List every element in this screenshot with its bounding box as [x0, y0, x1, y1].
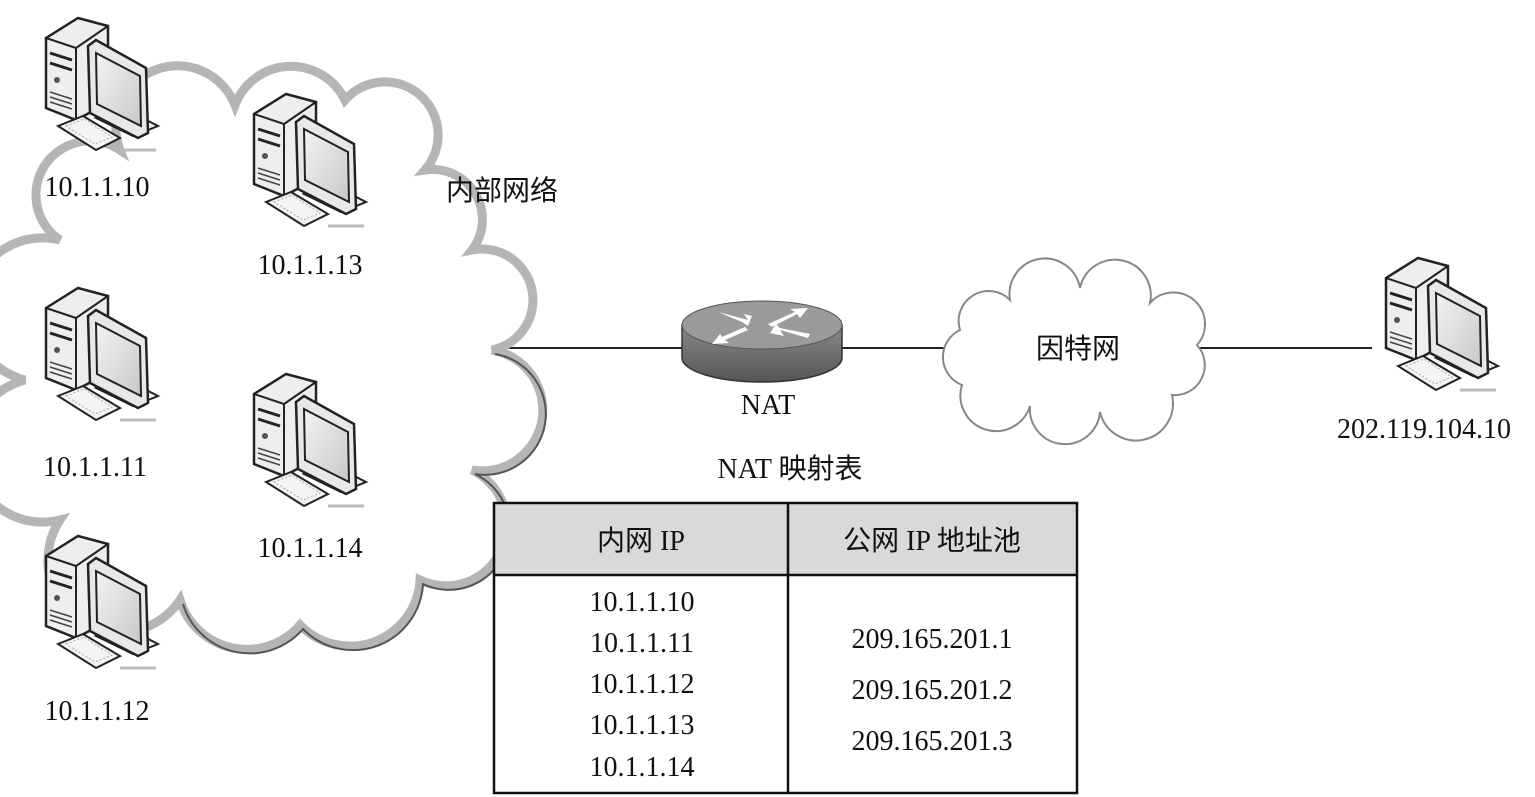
- host-ip-label: 10.1.1.13: [258, 250, 363, 281]
- internal-network-cloud: [0, 61, 548, 654]
- private-ip-cell: 10.1.1.12: [590, 669, 695, 700]
- public-ip-cell: 209.165.201.2: [852, 675, 1013, 706]
- private-ip-cell: 10.1.1.13: [590, 710, 695, 741]
- public-ip-cell: 209.165.201.1: [852, 624, 1013, 655]
- internet-cloud: [941, 257, 1207, 446]
- public-ip-cell: 209.165.201.3: [852, 726, 1013, 757]
- host-ip-label: 10.1.1.12: [45, 696, 150, 727]
- private-ip-cell: 10.1.1.11: [590, 628, 694, 659]
- router-label: NAT: [741, 390, 795, 421]
- internet-label: 因特网: [1036, 333, 1120, 365]
- private-ip-cell: 10.1.1.14: [590, 752, 695, 783]
- remote-host-ip-label: 202.119.104.10: [1337, 414, 1511, 445]
- table-header-bg: [494, 503, 1077, 575]
- host-ip-label: 10.1.1.10: [45, 172, 150, 203]
- nat-mapping-table: 内网 IP 公网 IP 地址池 10.1.1.10 10.1.1.11 10.1…: [492, 501, 1079, 795]
- header-public-ip-pool: 公网 IP 地址池: [843, 525, 1021, 557]
- private-ip-cell: 10.1.1.10: [590, 587, 695, 618]
- host-ip-label: 10.1.1.14: [258, 533, 363, 564]
- computer-icon-remote-host: [1384, 256, 1500, 392]
- host-ip-label: 10.1.1.11: [43, 452, 147, 483]
- router-icon: [681, 300, 843, 383]
- nat-table-title: NAT 映射表: [718, 453, 863, 485]
- internal-network-label: 内部网络: [446, 175, 558, 207]
- computer-icon-host-1: [44, 16, 160, 152]
- header-private-ip: 内网 IP: [597, 525, 685, 557]
